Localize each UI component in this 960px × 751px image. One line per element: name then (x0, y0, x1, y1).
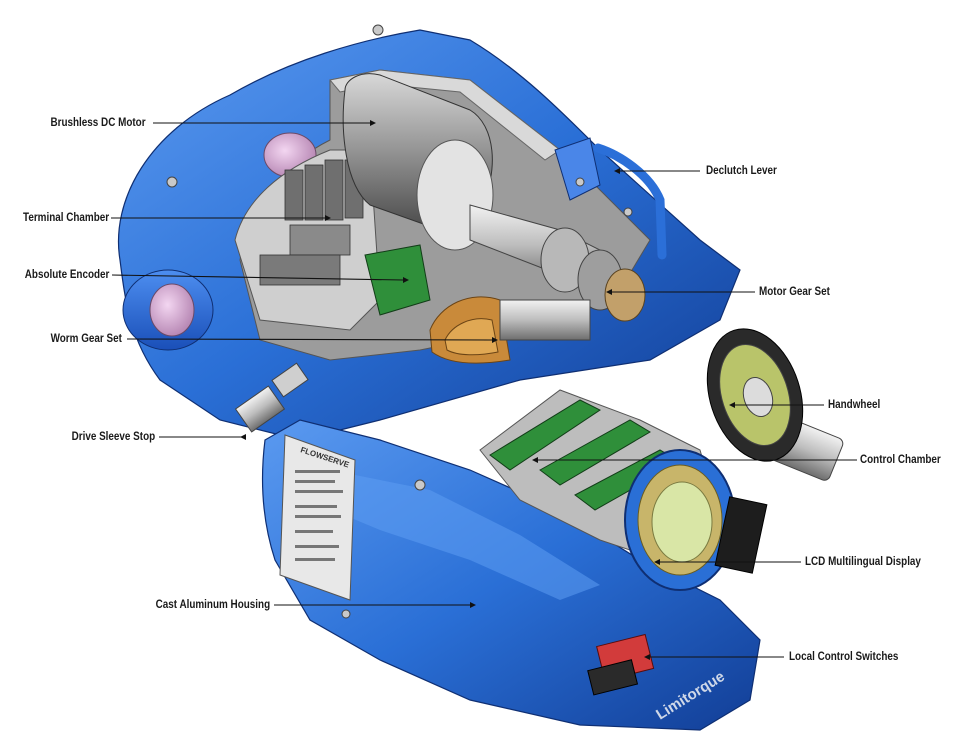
label-declutch-lever: Declutch Lever (706, 165, 777, 177)
label-lcd-multilingual-display: LCD Multilingual Display (805, 556, 921, 568)
label-local-control-switches: Local Control Switches (789, 651, 899, 663)
housing-bolts (166, 24, 633, 619)
declutch-lever-art (593, 143, 667, 260)
leader-absolute-encoder (111, 274, 404, 281)
label-cast-aluminum-housing: Cast Aluminum Housing (155, 599, 270, 611)
local-switches-art (587, 633, 655, 696)
declutch-bracket (554, 137, 601, 201)
leader-arrowheads (240, 120, 735, 660)
label-worm-gear-set: Worm Gear Set (50, 333, 122, 345)
label-drive-sleeve-stop: Drive Sleeve Stop (71, 431, 155, 443)
label-brushless-dc-motor: Brushless DC Motor (50, 117, 146, 129)
motor-gear-set-art (540, 227, 646, 322)
display-side-panel (714, 496, 768, 574)
terminal-blocks (259, 159, 364, 286)
handwheel-art (706, 328, 844, 481)
label-handwheel: Handwheel (828, 399, 881, 411)
label-control-chamber: Control Chamber (860, 454, 941, 466)
label-absolute-encoder: Absolute Encoder (24, 269, 109, 281)
front-housing-highlight (320, 470, 600, 600)
nameplate: FLOWSERVE (279, 434, 356, 601)
drive-sleeve-stop-art (234, 362, 309, 433)
leader-worm-gear-set (126, 338, 493, 341)
worm-gear-art (429, 296, 591, 364)
label-terminal-chamber: Terminal Chamber (22, 212, 109, 224)
leader-lines (111, 122, 857, 658)
label-motor-gear-set: Motor Gear Set (759, 286, 830, 298)
lcd-display-art (624, 449, 736, 591)
left-port (149, 283, 195, 337)
